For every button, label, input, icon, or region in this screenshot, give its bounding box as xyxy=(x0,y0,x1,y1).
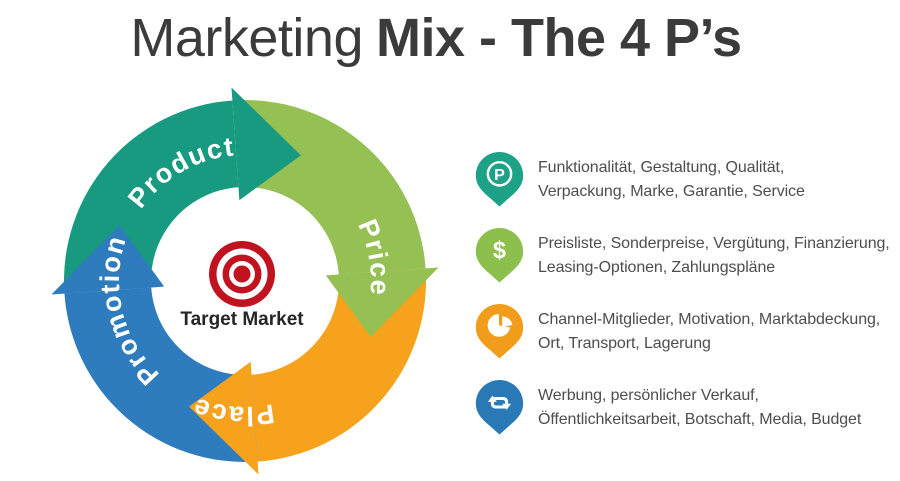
item-text-line2: Ort, Transport, Lagerung xyxy=(538,334,711,352)
price-pin-icon: $ xyxy=(475,228,524,283)
item-text-line2: Leasing-Optionen, Zahlungspläne xyxy=(538,258,776,276)
item-text-line1: Channel-Mitglieder, Motivation, Marktabd… xyxy=(538,311,881,328)
item-text-line2: Verpackung, Marke, Garantie, Service xyxy=(538,182,805,200)
product-pin-icon: P xyxy=(475,152,524,207)
repeat-arrows-icon xyxy=(487,395,512,410)
legend-list: P Funktionalität, Gestaltung, Qualität, … xyxy=(473,149,890,453)
arrow-promotion xyxy=(51,225,165,295)
p-letter-icon: P xyxy=(486,160,513,187)
item-text-line2: Öffentlichkeitsarbeit, Botschaft, Media,… xyxy=(538,410,862,428)
list-item: Werbung, persönlicher Verkauf, Öffentlic… xyxy=(473,377,890,438)
page-title: Marketing Mix - The 4 P’s xyxy=(0,0,900,76)
item-text-line1: Preisliste, Sonderpreise, Vergütung, Fin… xyxy=(538,235,890,252)
arrow-product xyxy=(231,87,301,201)
item-text: Werbung, persönlicher Verkauf, Öffentlic… xyxy=(538,377,861,431)
pin-body xyxy=(475,228,524,283)
arrow-place xyxy=(189,361,259,475)
pie-chart-icon xyxy=(487,313,513,337)
pin-body xyxy=(475,152,524,207)
svg-text:P: P xyxy=(494,166,505,184)
item-text-line1: Werbung, persönlicher Verkauf, xyxy=(538,387,759,404)
list-item: $ Preisliste, Sonderpreise, Vergütung, F… xyxy=(473,225,890,286)
place-pin-icon xyxy=(475,304,524,359)
title-bold-part: Mix - The 4 P’s xyxy=(375,8,742,68)
promotion-pin-icon xyxy=(475,380,524,435)
dollar-icon: $ xyxy=(493,238,506,264)
item-text: Funktionalität, Gestaltung, Qualität, Ve… xyxy=(538,149,805,203)
target-bullseye-icon xyxy=(209,241,275,307)
item-text: Channel-Mitglieder, Motivation, Marktabd… xyxy=(538,301,880,355)
title-light-part: Marketing xyxy=(130,8,363,68)
list-item: P Funktionalität, Gestaltung, Qualität, … xyxy=(473,149,890,210)
target-market-label: Target Market xyxy=(180,309,304,330)
arrow-price xyxy=(325,267,439,337)
list-item: Channel-Mitglieder, Motivation, Marktabd… xyxy=(473,301,890,362)
item-text: Preisliste, Sonderpreise, Vergütung, Fin… xyxy=(538,225,890,279)
item-text-line1: Funktionalität, Gestaltung, Qualität, xyxy=(538,159,785,176)
